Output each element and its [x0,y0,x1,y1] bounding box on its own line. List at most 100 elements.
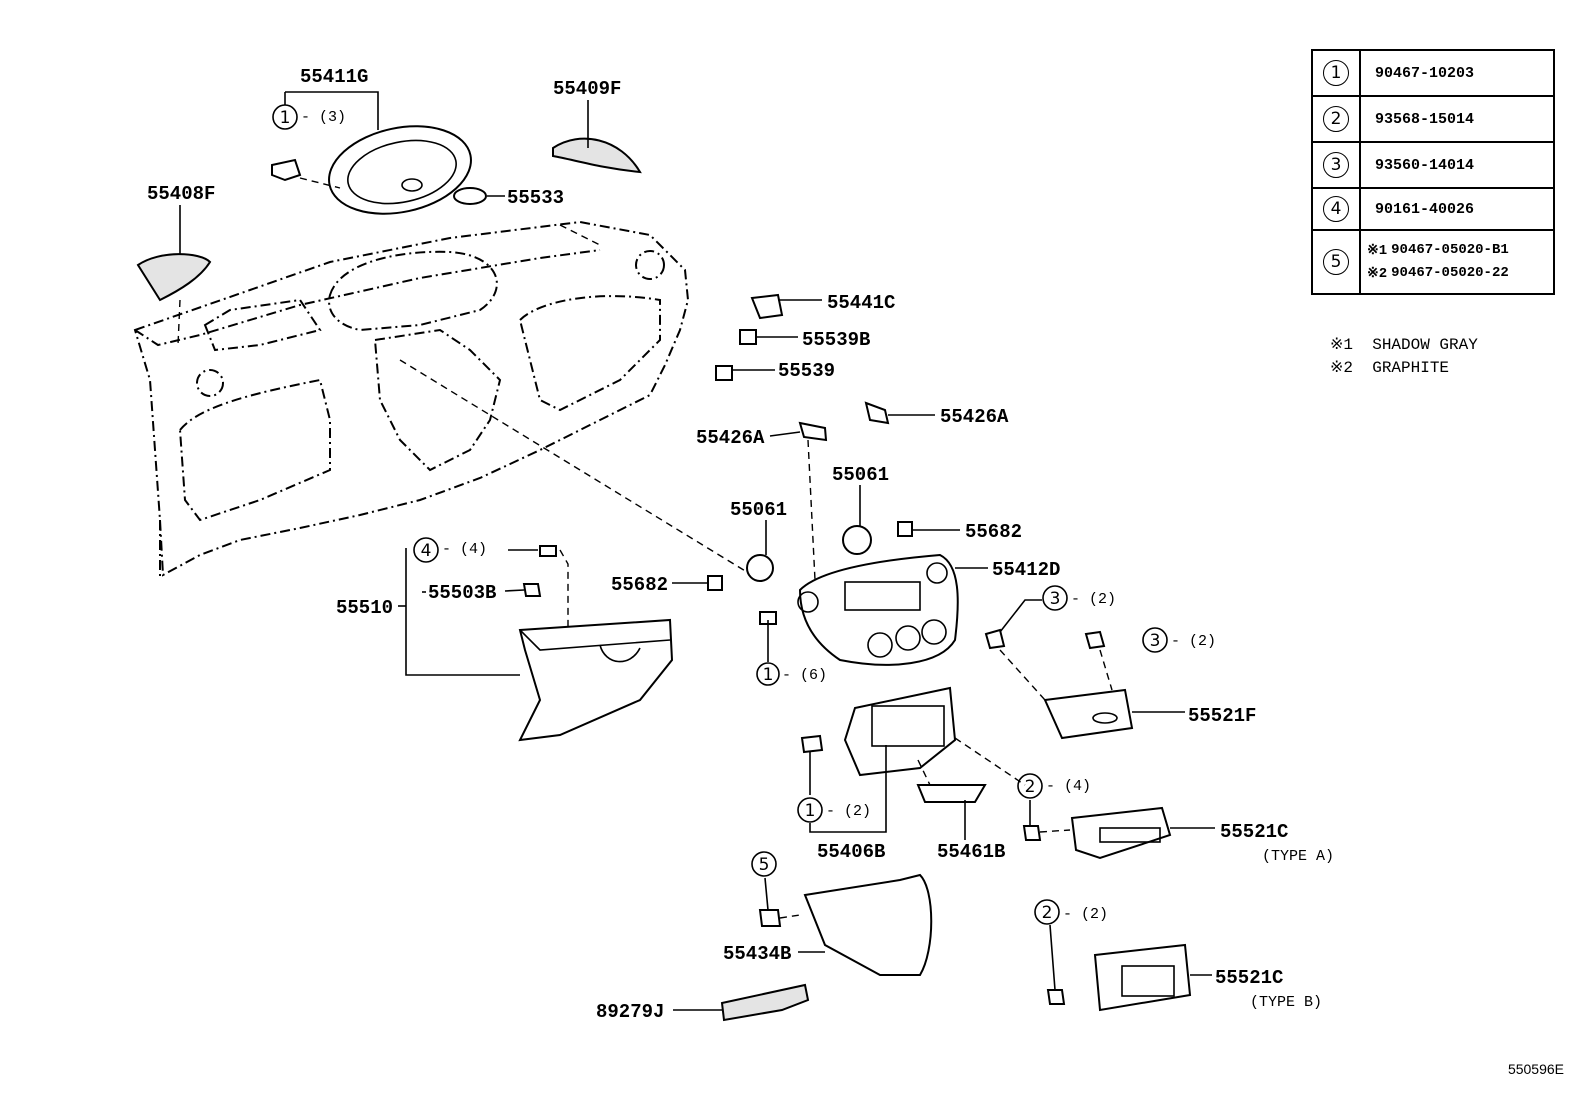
legend-row-5: 5 ※1 90467-05020-B1 ※2 90467-05020-22 [1313,231,1553,293]
svg-text:1: 1 [280,108,291,128]
legend-row-3: 3 93560-14014 [1313,143,1553,189]
lower-cover-55434B-drawing [803,873,933,976]
legend-part: 90467-10203 [1375,64,1475,82]
label-55061-left: 55061 [730,499,787,521]
screw-drawings [522,545,1113,1005]
label-55461B: 55461B [937,841,1005,863]
note-1: ※1 SHADOW GRAY [1330,336,1478,354]
meter-hood-drawing [271,125,472,215]
svg-text:- (6): - (6) [782,667,827,684]
label-55406B: 55406B [817,841,885,863]
callout-5: 5 [751,851,777,877]
fastener-callouts: 1 - (3) 4 - (4) 3 - (2) 3 - (2) 1 - (6) … [272,104,1216,925]
label-55441C: 55441C [827,292,895,314]
svg-text:1: 1 [805,801,816,821]
svg-text:3: 3 [1150,631,1161,651]
box-55521C-type-a-drawing [1070,806,1172,860]
svg-text:4: 4 [421,541,432,561]
callout-3-qty-2-upper: 3 - (2) [1042,585,1116,611]
bracket-55441C-drawing [750,293,784,320]
drawing-id: 550596E [1507,1061,1564,1077]
label-55426A-left: 55426A [696,427,765,449]
callout-1-qty-6: 1 - (6) [756,662,827,686]
legend-part: 93568-15014 [1375,110,1475,128]
svg-text:- (3): - (3) [301,109,346,126]
legend-num: 5 [1323,249,1349,275]
box-55521C-type-b-drawing [1093,943,1192,1012]
svg-text:- (2): - (2) [1171,633,1216,650]
knob-55061-right-drawing [842,525,872,555]
clip-55539-drawing [715,365,733,381]
panel-89279J-drawing [720,983,810,1022]
svg-text:- (2): - (2) [826,803,871,820]
knob-55682-left-drawing [707,575,723,591]
label-55503B: 55503B [428,582,496,604]
callout-2-qty-2: 2 - (2) [1034,899,1108,925]
label-55539: 55539 [778,360,835,382]
label-type-b: (TYPE B) [1250,994,1322,1011]
callout-3-qty-2-lower: 3 - (2) [1142,627,1216,653]
cover-55408F-drawing [136,253,212,302]
box-55521F-drawing [1043,688,1134,740]
label-55521C-type-b: 55521C [1215,967,1283,989]
label-55412D: 55412D [992,559,1060,581]
svg-text:3: 3 [1050,589,1061,609]
cluster-finish-panel-drawing [797,439,959,666]
svg-text:- (2): - (2) [1063,906,1108,923]
callout-1-qty-3: 1 - (3) [272,104,346,130]
glove-box-drawing [518,618,674,742]
label-55408F: 55408F [147,183,215,205]
center-bezel-drawing [843,686,1026,786]
cover-55409F-drawing [552,137,642,174]
knob-55682-right-drawing [897,521,913,537]
legend-part: 93560-14014 [1375,156,1475,174]
note-2: ※2 GRAPHITE [1330,359,1450,377]
legend-num: 2 [1323,106,1349,132]
label-55521C-type-a: 55521C [1220,821,1288,843]
clip-55406B-drawing [800,734,824,754]
label-55682-left: 55682 [611,574,668,596]
label-55426A-right: 55426A [940,406,1009,428]
svg-text:- (4): - (4) [442,541,487,558]
legend-num: 3 [1323,152,1349,178]
pocket-55461B-drawing [916,784,987,803]
label-55533: 55533 [507,187,564,209]
label-55510: 55510 [336,597,393,619]
legend-row-1: 1 90467-10203 [1313,51,1553,97]
label-55061-right: 55061 [832,464,889,486]
legend-num: 1 [1323,60,1349,86]
label-55434B: 55434B [723,943,791,965]
legend-row-2: 2 93568-15014 [1313,97,1553,143]
svg-text:- (4): - (4) [1046,778,1091,795]
svg-text:2: 2 [1025,777,1036,797]
label-89279J: 89279J [596,1001,664,1023]
callout-2-qty-4: 2 - (4) [1017,773,1091,799]
label-55521F: 55521F [1188,705,1256,727]
svg-text:5: 5 [759,855,770,875]
label-55409F: 55409F [553,78,621,100]
svg-text:- (2): - (2) [1071,591,1116,608]
bracket-55426A-left-drawing [798,421,828,442]
callout-4-qty-4: 4 - (4) [413,537,487,563]
color-notes: ※1 SHADOW GRAY ※2 GRAPHITE [1330,334,1478,380]
leader-lines [179,91,1215,1011]
legend-row-4: 4 90161-40026 [1313,189,1553,231]
svg-text:2: 2 [1042,903,1053,923]
label-type-a: (TYPE A) [1262,848,1334,865]
instrument-panel-drawing [133,220,761,581]
part-labels: 55411G 55409F 55408F 55533 55441C 55539B… [147,66,1334,1023]
clip-55539B-drawing [739,329,757,345]
fastener-legend-table: 1 90467-10203 2 93568-15014 3 93560-1401… [1311,49,1555,295]
legend-variant-1: ※1 90467-05020-B1 [1367,242,1509,259]
label-55411G: 55411G [300,66,368,88]
knob-55061-left-drawing [746,554,774,582]
label-55682-right: 55682 [965,521,1022,543]
legend-num: 4 [1323,196,1349,222]
bracket-55426A-right-drawing [864,401,890,425]
label-55539B: 55539B [802,329,870,351]
legend-variant-2: ※2 90467-05020-22 [1367,265,1509,282]
clip-55533-drawing [453,187,487,205]
svg-text:1: 1 [763,665,774,685]
legend-part: 90161-40026 [1375,200,1475,218]
